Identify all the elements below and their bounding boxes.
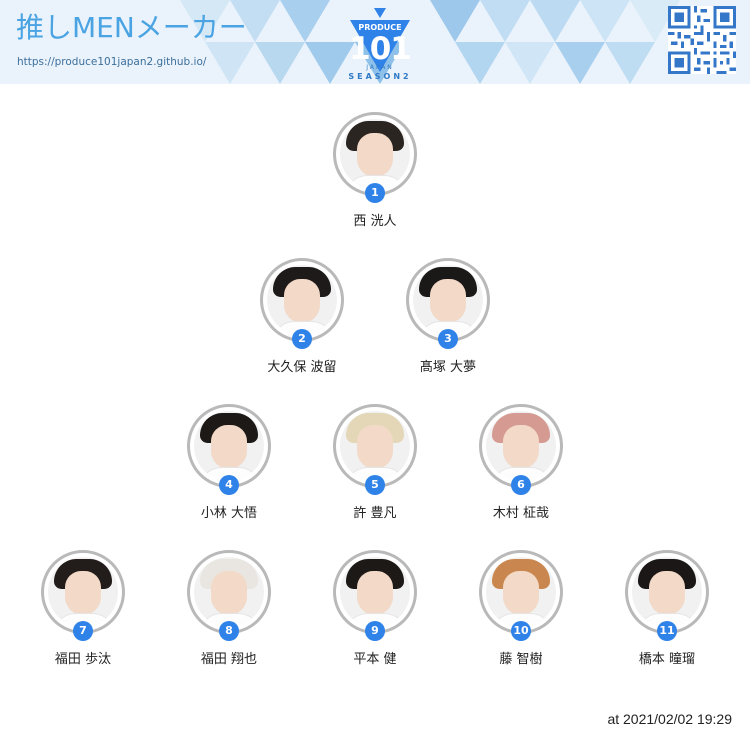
produce101-logo: PRODUCE 101 JAPAN SEASON2	[330, 6, 430, 82]
member-card-4[interactable]: 4 小林 大悟	[159, 404, 299, 521]
member-name: 平本 健	[353, 652, 397, 667]
avatar: 5	[333, 404, 417, 495]
member-name: 西 洸人	[353, 214, 397, 229]
avatar: 4	[187, 404, 271, 495]
member-photo	[194, 411, 264, 481]
avatar: 1	[333, 112, 417, 203]
member-name: 藤 智樹	[499, 652, 543, 667]
triangle-pattern-background	[180, 0, 680, 84]
logo-produce-text: PRODUCE	[358, 23, 402, 32]
avatar: 11	[625, 550, 709, 641]
member-name: 許 豊凡	[353, 506, 397, 521]
member-card-6[interactable]: 6 木村 柾哉	[451, 404, 591, 521]
rank-badge: 1	[365, 183, 385, 203]
avatar: 3	[406, 258, 490, 349]
member-card-2[interactable]: 2 大久保 波留	[232, 258, 372, 375]
member-name: 福田 翔也	[200, 652, 258, 667]
rank-badge: 2	[292, 329, 312, 349]
site-url[interactable]: https://produce101japan2.github.io/	[17, 56, 207, 68]
rank-badge: 4	[219, 475, 239, 495]
member-name: 橋本 曈瑠	[638, 652, 696, 667]
member-photo	[486, 411, 556, 481]
rank-badge: 5	[365, 475, 385, 495]
member-name: 木村 柾哉	[492, 506, 550, 521]
member-photo	[340, 557, 410, 627]
avatar: 9	[333, 550, 417, 641]
avatar: 8	[187, 550, 271, 641]
member-photo	[194, 557, 264, 627]
member-card-10[interactable]: 10 藤 智樹	[451, 550, 591, 667]
member-name: 大久保 波留	[267, 360, 337, 375]
avatar: 6	[479, 404, 563, 495]
member-name: 髙塚 大夢	[419, 360, 477, 375]
logo-season-text: SEASON2	[348, 72, 412, 81]
page-title: 推しMENメーカー	[16, 11, 247, 44]
timestamp: at 2021/02/02 19:29	[607, 711, 732, 727]
avatar: 2	[260, 258, 344, 349]
rank-badge: 11	[657, 621, 677, 641]
member-photo	[48, 557, 118, 627]
rank-badge: 3	[438, 329, 458, 349]
member-name: 小林 大悟	[200, 506, 258, 521]
member-card-11[interactable]: 11 橋本 曈瑠	[597, 550, 737, 667]
logo-number-text: 101	[349, 31, 412, 67]
avatar: 7	[41, 550, 125, 641]
header: 推しMENメーカー https://produce101japan2.githu…	[0, 0, 750, 84]
rank-badge: 10	[511, 621, 531, 641]
member-card-3[interactable]: 3 髙塚 大夢	[378, 258, 518, 375]
qr-code-icon[interactable]	[668, 6, 736, 74]
member-card-7[interactable]: 7 福田 歩汰	[13, 550, 153, 667]
rank-badge: 7	[73, 621, 93, 641]
member-card-8[interactable]: 8 福田 翔也	[159, 550, 299, 667]
member-card-9[interactable]: 9 平本 健	[305, 550, 445, 667]
member-photo	[486, 557, 556, 627]
avatar: 10	[479, 550, 563, 641]
member-photo	[632, 557, 702, 627]
logo-japan-text: JAPAN	[366, 64, 394, 71]
member-card-1[interactable]: 1 西 洸人	[305, 112, 445, 229]
rank-badge: 9	[365, 621, 385, 641]
member-card-5[interactable]: 5 許 豊凡	[305, 404, 445, 521]
member-photo	[267, 265, 337, 335]
member-name: 福田 歩汰	[54, 652, 112, 667]
logo-shield-icon	[350, 8, 410, 72]
rank-badge: 6	[511, 475, 531, 495]
member-photo	[340, 119, 410, 189]
member-photo	[340, 411, 410, 481]
member-photo	[413, 265, 483, 335]
rank-badge: 8	[219, 621, 239, 641]
